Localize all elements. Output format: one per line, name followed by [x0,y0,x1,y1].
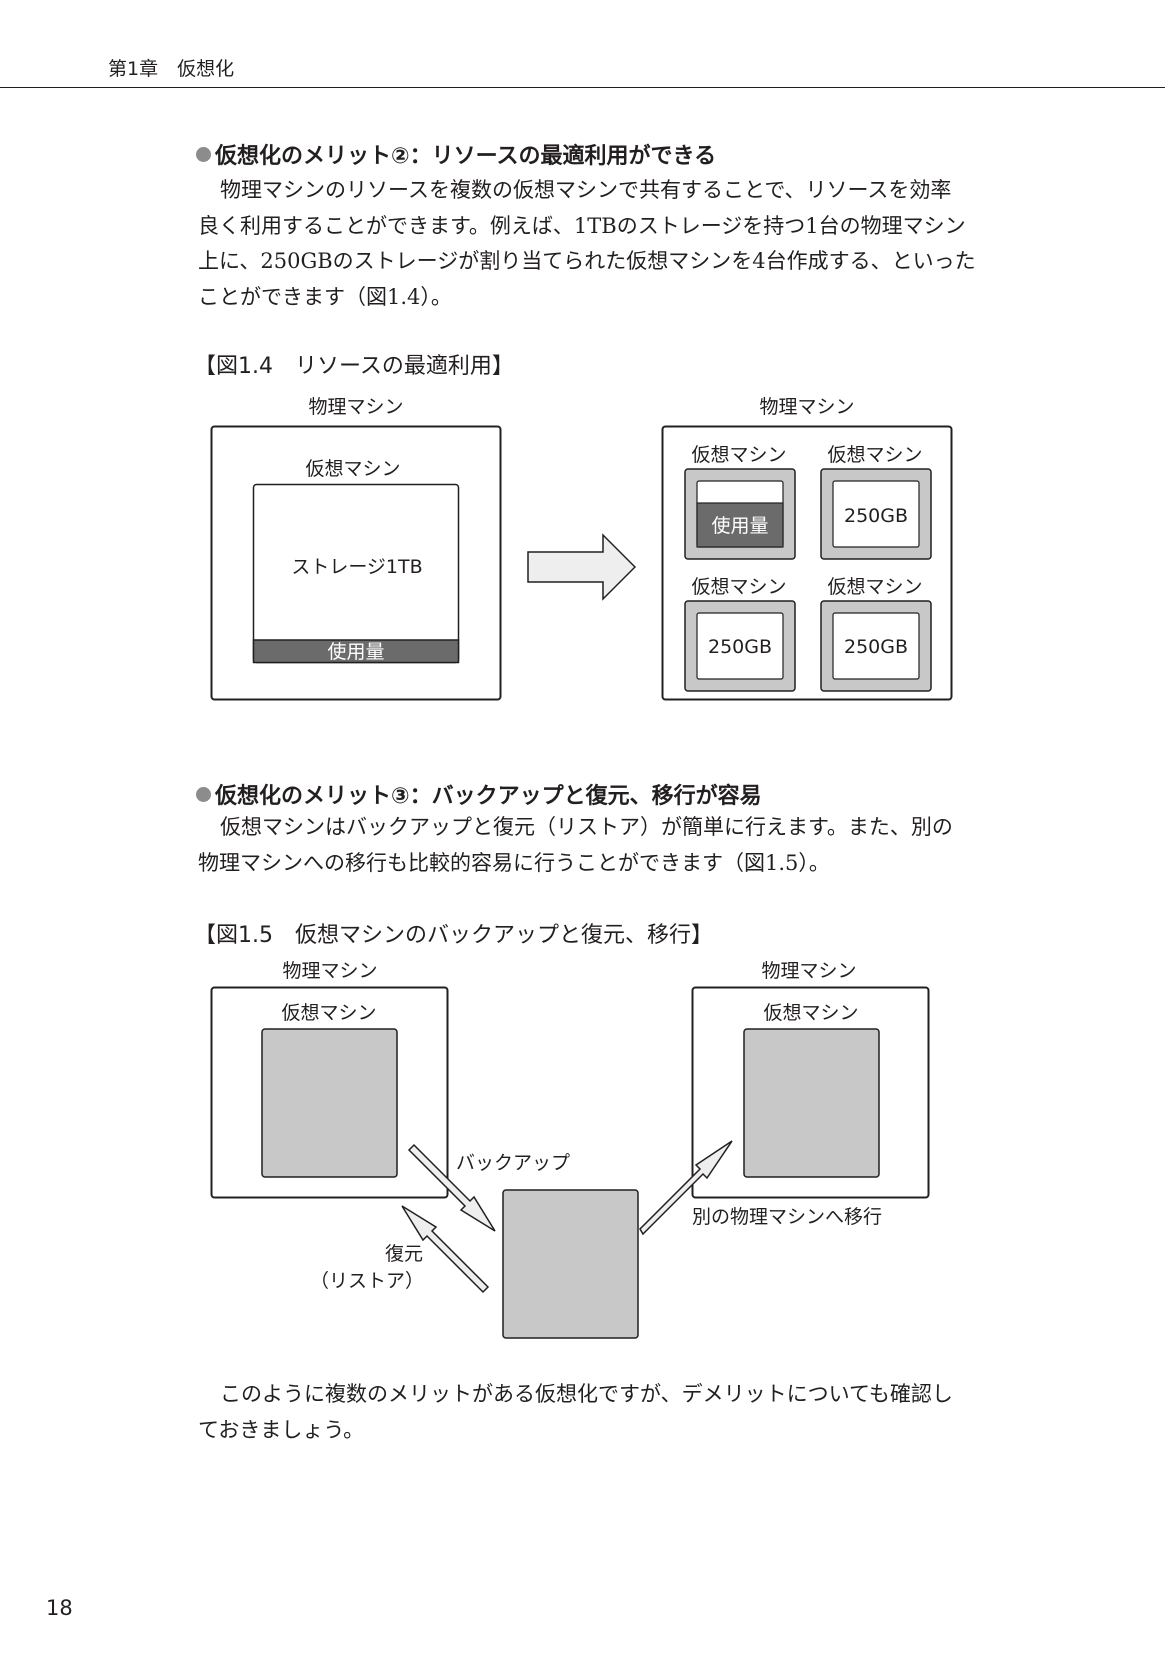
page-number: 18 [46,1596,73,1620]
right-vm-box [743,1028,880,1178]
header-rule [0,87,1165,88]
storage-label: ストレージ1TB [291,556,422,578]
arrow-right-icon [527,533,637,601]
migrate-arrow-icon [639,1140,733,1236]
figure-1-5-diagram: 物理マシン 仮想マシン 物理マシン 仮想マシン バックアップ 復元 （リストア）… [210,960,930,1339]
vm-usage-label: 使用量 [711,515,768,537]
closing-paragraph: このように複数のメリットがある仮想化ですが、デメリットについても確認し ておきま… [198,1377,1032,1448]
vm-label-1: 仮想マシン [691,444,786,466]
left-physical-label: 物理マシン [308,396,403,418]
left-usage-label: 使用量 [327,641,384,663]
right-physical-label: 物理マシン [759,396,854,418]
paragraph-line: 物理マシンへの移行も比較的容易に行うことができます（図1.5）。 [198,850,830,875]
vm-label-4: 仮想マシン [827,576,922,598]
bullet-icon [196,787,211,802]
restore-label: 復元 [385,1243,423,1265]
section-2-paragraph: 物理マシンのリソースを複数の仮想マシンで共有することで、リソースを効率 良く利用… [198,173,1032,315]
section-3-paragraph: 仮想マシンはバックアップと復元（リストア）が簡単に行えます。また、別の 物理マシ… [198,810,1032,881]
right-physical-label: 物理マシン [761,960,856,982]
vm-storage-2 [832,480,920,548]
paragraph-line: ことができます（図1.4）。 [198,284,452,309]
backup-arrow-icon [407,1143,496,1232]
paragraph-line: 仮想マシンはバックアップと復元（リストア）が簡単に行えます。また、別の [220,815,953,839]
paragraph-line: 物理マシンのリソースを複数の仮想マシンで共有することで、リソースを効率 [220,178,952,202]
bullet-icon [196,147,211,162]
backup-label: バックアップ [456,1152,570,1174]
vm-label-2: 仮想マシン [827,444,922,466]
section-heading-merit-2: 仮想化のメリット②：リソースの最適利用ができる [196,138,716,170]
figure-1-5-title: 【図1.5 仮想マシンのバックアップと復元、移行】 [194,923,713,948]
vm-storage-3 [696,612,784,680]
restore-arrow-icon [401,1205,490,1294]
paragraph-line: 上に、250GBのストレージが割り当てられた仮想マシンを4台作成する、といった [198,249,976,273]
section-heading-text: 仮想化のメリット②：リソースの最適利用ができる [215,144,717,169]
vm-storage-value-3: 250GB [708,636,772,658]
paragraph-line: このように複数のメリットがある仮想化ですが、デメリットについても確認し [220,1382,953,1406]
figure-1-4-title: 【図1.4 リソースの最適利用】 [194,354,514,379]
left-physical-label: 物理マシン [282,960,377,982]
backup-image-box [502,1189,639,1339]
right-vm-label: 仮想マシン [763,1002,858,1024]
figure-1-4-diagram: 物理マシン 仮想マシン ストレージ1TB 使用量 物理マシン 仮想マシン 使用量… [210,396,953,701]
migrate-label: 別の物理マシンへ移行 [692,1206,882,1228]
paragraph-line: 良く利用することができます。例えば、1TBのストレージを持つ1台の物理マシン [198,213,966,238]
left-vm-label: 仮想マシン [305,458,400,480]
paragraph-line: ておきましょう。 [198,1417,365,1442]
left-vm-label: 仮想マシン [281,1002,376,1024]
restore-sub-label: （リストア） [310,1270,424,1292]
vm-storage-4 [832,612,920,680]
left-usage-bar [252,639,460,664]
section-heading-merit-3: 仮想化のメリット③：バックアップと復元、移行が容易 [196,778,762,810]
left-vm-box [261,1028,398,1178]
vm-storage-value-4: 250GB [844,636,908,658]
vm-label-3: 仮想マシン [691,576,786,598]
vm-usage-bar [696,502,784,548]
chapter-header: 第1章 仮想化 [108,58,235,80]
section-heading-text: 仮想化のメリット③：バックアップと復元、移行が容易 [215,784,762,809]
vm-storage-value-2: 250GB [844,505,908,527]
